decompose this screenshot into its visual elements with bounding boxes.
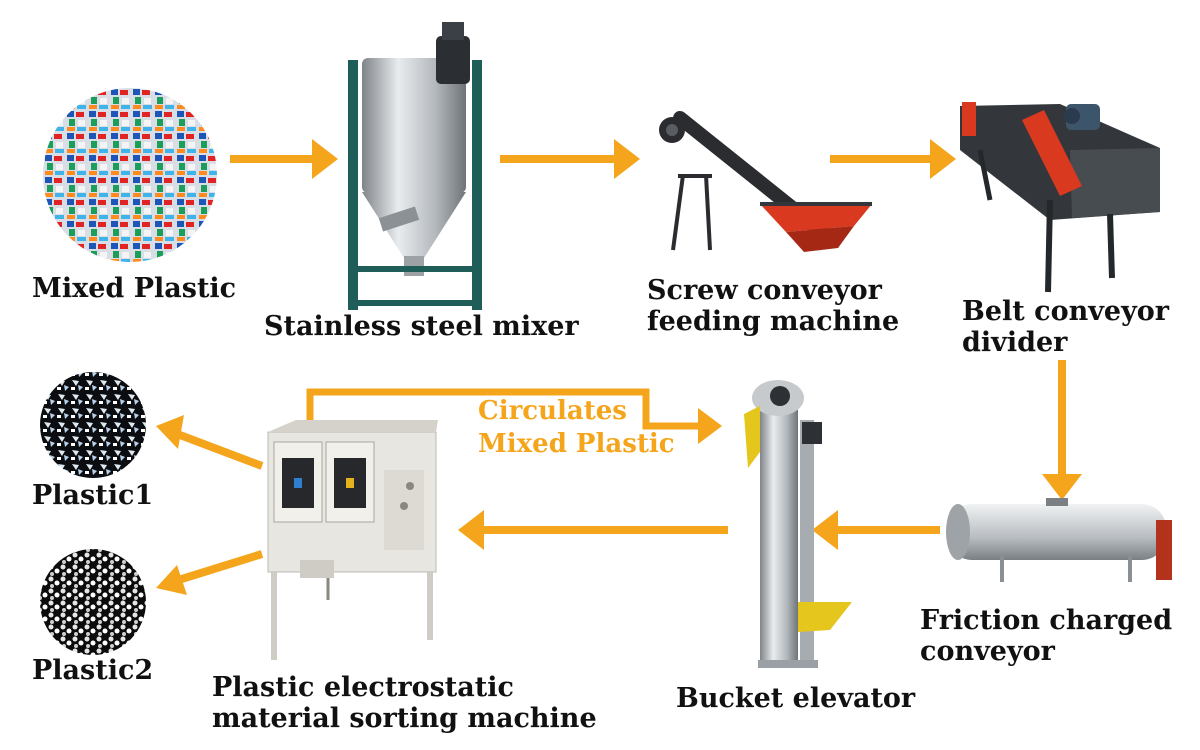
label-circulates-line2: Mixed Plastic xyxy=(478,429,675,459)
label-belt-conveyor-divider: Belt conveyor divider xyxy=(962,296,1169,358)
arrow-mixer-to-screw xyxy=(500,139,640,179)
label-mixed-plastic: Mixed Plastic xyxy=(32,273,237,304)
label-circulates-mixed-plastic: Circulates Mixed Plastic xyxy=(478,395,675,461)
label-sorter-line1: Plastic electrostatic xyxy=(212,672,514,703)
bucket-elevator-image xyxy=(744,380,852,668)
label-friction-charged-conveyor: Friction charged conveyor xyxy=(920,605,1172,667)
arrow-sorter-to-plastic1 xyxy=(156,415,264,470)
mixed-plastic-image xyxy=(41,86,219,264)
label-belt-conveyor-line2: divider xyxy=(962,327,1068,358)
label-friction-line1: Friction charged xyxy=(920,605,1173,636)
label-belt-conveyor-line1: Belt conveyor xyxy=(962,296,1169,327)
label-bucket-elevator: Bucket elevator xyxy=(676,683,916,714)
arrow-elevator-to-sorter xyxy=(458,510,728,550)
label-circulates-line1: Circulates xyxy=(478,396,627,426)
arrow-belt-to-friction xyxy=(1042,360,1082,500)
arrow-recirculation-loop xyxy=(306,388,722,448)
label-electrostatic-sorting-machine: Plastic electrostatic material sorting m… xyxy=(212,672,597,734)
arrow-screw-to-belt xyxy=(830,139,956,179)
label-screw-conveyor-line1: Screw conveyor xyxy=(647,275,882,306)
label-sorter-line2: material sorting machine xyxy=(212,703,597,734)
arrow-sorter-to-plastic2 xyxy=(156,550,264,595)
label-screw-conveyor: Screw conveyor feeding machine xyxy=(647,275,899,337)
screw-conveyor-image xyxy=(659,111,872,252)
label-screw-conveyor-line2: feeding machine xyxy=(647,306,900,337)
belt-conveyor-divider-image xyxy=(960,102,1160,293)
label-plastic1: Plastic1 xyxy=(32,480,154,511)
electrostatic-sorting-machine-image xyxy=(267,420,438,660)
plastic2-sample-image xyxy=(40,549,146,655)
arrow-mixed-to-mixer xyxy=(230,139,338,179)
plastic1-sample-image xyxy=(40,372,146,478)
arrow-friction-to-elevator xyxy=(812,510,940,550)
label-plastic2: Plastic2 xyxy=(32,655,154,686)
label-friction-line2: conveyor xyxy=(920,636,1055,667)
stainless-steel-mixer-image xyxy=(348,22,482,310)
label-stainless-steel-mixer: Stainless steel mixer xyxy=(264,311,579,342)
friction-charged-conveyor-image xyxy=(946,498,1172,582)
